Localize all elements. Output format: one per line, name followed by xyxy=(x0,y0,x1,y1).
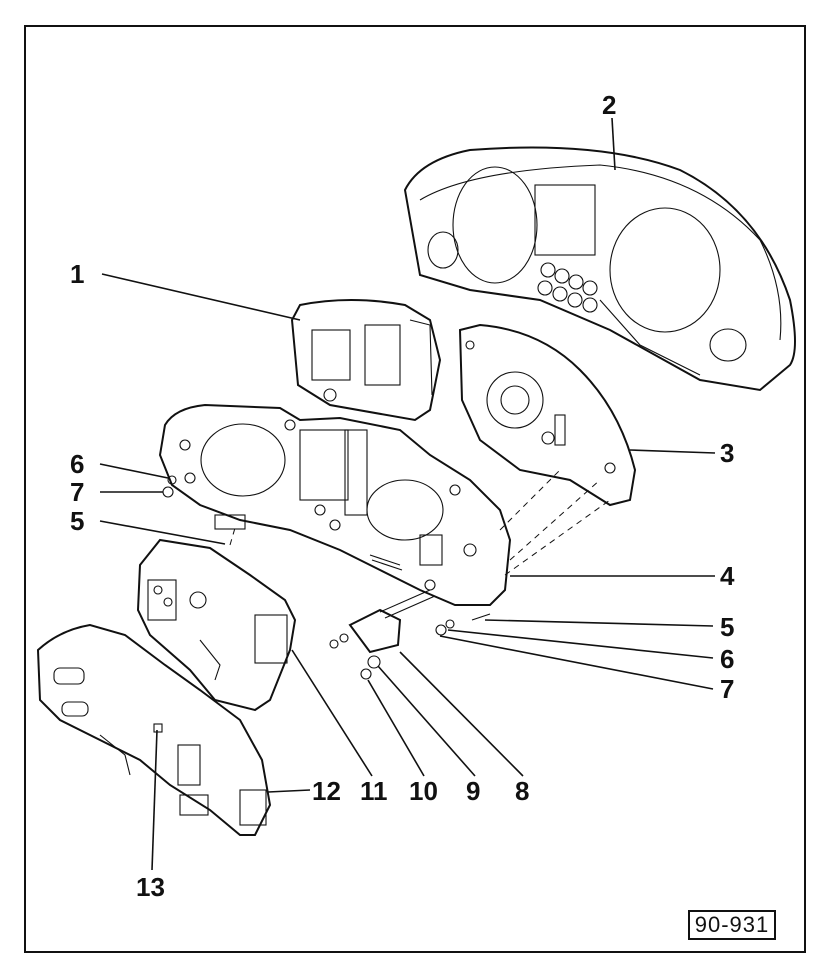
leader-lines xyxy=(99,117,716,793)
assembly-lines xyxy=(229,469,611,576)
callout-4: 4 xyxy=(720,561,735,591)
part-2-cluster-housing xyxy=(403,146,796,392)
callout-5a: 5 xyxy=(70,506,84,536)
part-3-gauge xyxy=(458,323,637,507)
part-11-module xyxy=(136,538,297,712)
figure-reference-code: 90-931 xyxy=(688,910,776,940)
part-13-screw xyxy=(151,723,163,871)
fasteners-right-5-6-7 xyxy=(435,613,491,636)
callout-1: 1 xyxy=(70,259,84,289)
callout-11: 11 xyxy=(360,776,388,806)
warning-light-cluster xyxy=(537,262,598,313)
callout-7a: 7 xyxy=(70,477,84,507)
callout-10: 10 xyxy=(409,776,438,806)
callout-6b: 6 xyxy=(720,644,734,674)
callout-5b: 5 xyxy=(720,612,734,642)
callout-7b: 7 xyxy=(720,674,734,704)
callout-13: 13 xyxy=(136,872,165,902)
part-4-circuit-board xyxy=(158,403,512,606)
diagram-border xyxy=(24,25,806,953)
part-1-module xyxy=(290,299,442,422)
callout-9: 9 xyxy=(466,776,480,806)
callout-labels: 1 2 3 4 5 5 6 6 7 7 8 9 10 11 12 13 xyxy=(70,90,735,902)
callout-8: 8 xyxy=(515,776,529,806)
callout-6a: 6 xyxy=(70,449,84,479)
callout-3: 3 xyxy=(720,438,734,468)
fasteners-9-10 xyxy=(329,633,381,680)
part-8-bracket xyxy=(348,589,436,654)
callout-2: 2 xyxy=(602,90,616,120)
callout-12: 12 xyxy=(312,776,341,806)
